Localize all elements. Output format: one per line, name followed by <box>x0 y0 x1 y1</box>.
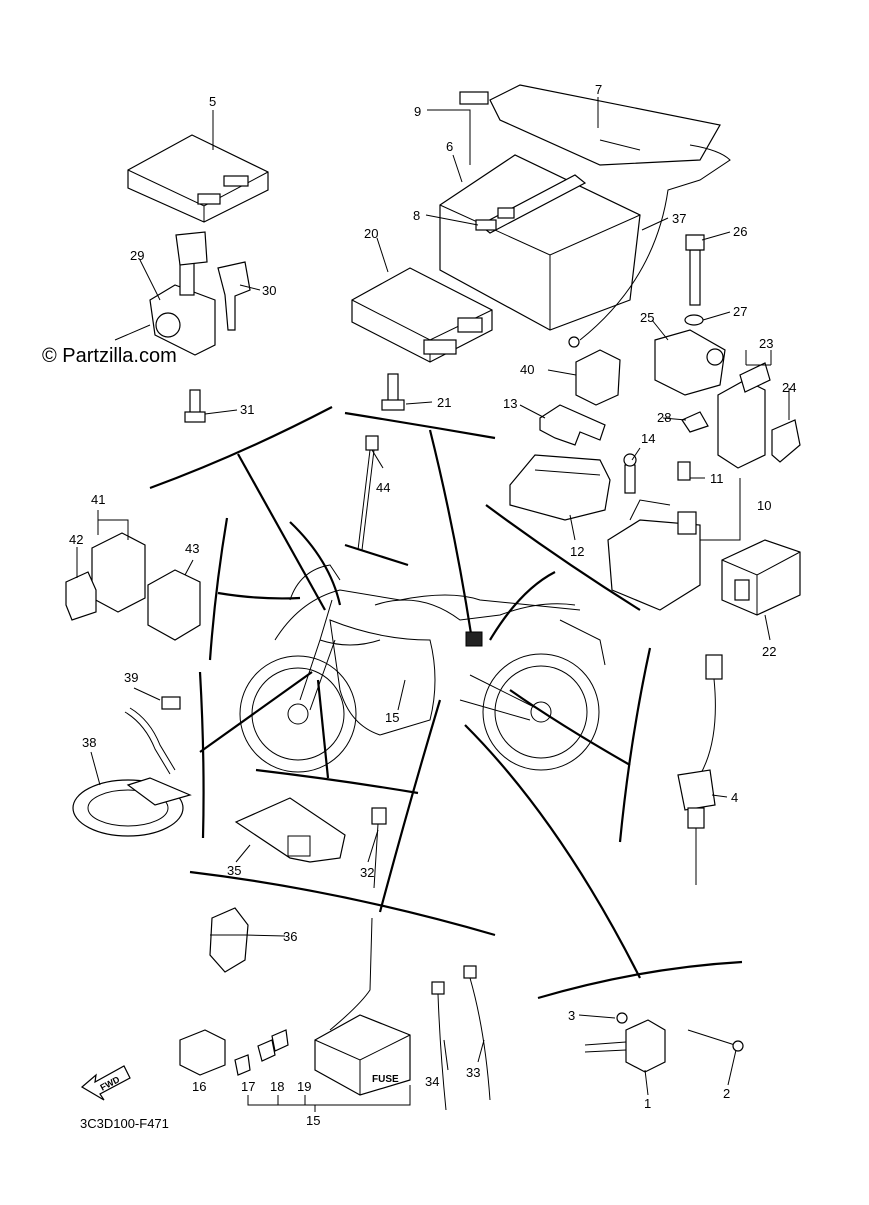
sub-wire-cover <box>234 797 387 889</box>
callout: 32 <box>360 865 374 880</box>
callout: 36 <box>283 929 297 944</box>
neutral-switch <box>677 654 723 885</box>
callout: 1 <box>644 1096 651 1111</box>
callout: 27 <box>733 304 747 319</box>
leader-lines <box>199 429 641 979</box>
horn <box>72 696 192 837</box>
callout: 14 <box>641 431 655 446</box>
callout: 20 <box>364 226 378 241</box>
starter-relay-10 <box>607 453 701 611</box>
fuse-box-group: FUSE <box>179 917 411 1112</box>
callout: 39 <box>124 670 138 685</box>
callout-numbers: 1 2 3 4 5 6 7 8 9 10 11 12 13 14 15 15 1… <box>69 82 796 1128</box>
watermark: © Partzilla.com <box>42 345 177 367</box>
callout: 29 <box>130 248 144 263</box>
callout: 4 <box>731 790 738 805</box>
callout: 28 <box>657 410 671 425</box>
callout: 16 <box>192 1079 206 1094</box>
clamp-36 <box>209 907 249 973</box>
callout: 25 <box>640 310 654 325</box>
relay-25 <box>654 234 726 433</box>
callout: 2 <box>723 1086 730 1101</box>
sidestand-switch <box>584 1012 744 1073</box>
callout: 24 <box>782 380 796 395</box>
callout: 8 <box>413 208 420 223</box>
ignition-switch <box>114 231 251 423</box>
callout: 13 <box>503 396 517 411</box>
starter-relay-group <box>509 349 621 521</box>
battery <box>439 84 731 348</box>
callout: 21 <box>437 395 451 410</box>
callout: 30 <box>262 283 276 298</box>
callout: 38 <box>82 735 96 750</box>
callout: 44 <box>376 480 390 495</box>
callout: 3 <box>568 1008 575 1023</box>
callout: 6 <box>446 139 453 154</box>
diagram-code: 3C3D100-F471 <box>80 1116 169 1131</box>
motorcycle-outline <box>239 564 606 773</box>
callout: 43 <box>185 541 199 556</box>
cable-tie-44 <box>357 435 379 551</box>
callout: 19 <box>297 1079 311 1094</box>
fuse-box-label: FUSE <box>372 1074 399 1085</box>
fwd-arrow: FWD <box>80 1065 131 1101</box>
callout: 34 <box>425 1074 439 1089</box>
callout: 33 <box>466 1065 480 1080</box>
flasher-relay <box>721 539 801 616</box>
callout: 10 <box>757 498 771 513</box>
callout: 23 <box>759 336 773 351</box>
callout: 15 <box>306 1113 320 1128</box>
callout: 42 <box>69 532 83 547</box>
callout: 11 <box>710 471 724 486</box>
callout: 15 <box>385 710 399 725</box>
callout: 9 <box>414 104 421 119</box>
callout: 7 <box>595 82 602 97</box>
ecu-part <box>127 134 269 223</box>
region-dividers <box>149 406 743 1000</box>
callout: 26 <box>733 224 747 239</box>
callout: 40 <box>520 362 534 377</box>
callout: 17 <box>241 1079 255 1094</box>
callout: 5 <box>209 94 216 109</box>
callout: 41 <box>91 492 105 507</box>
callout-leaders <box>76 97 790 1096</box>
callout: 18 <box>270 1079 284 1094</box>
relay-23 <box>717 362 801 469</box>
callout: 37 <box>672 211 686 226</box>
callout: 12 <box>570 544 584 559</box>
callout: 35 <box>227 863 241 878</box>
wire-leads <box>431 965 491 1111</box>
callout: 22 <box>762 644 776 659</box>
control-unit <box>351 267 493 411</box>
callout: 31 <box>240 402 254 417</box>
relay-group-41 <box>65 532 201 641</box>
